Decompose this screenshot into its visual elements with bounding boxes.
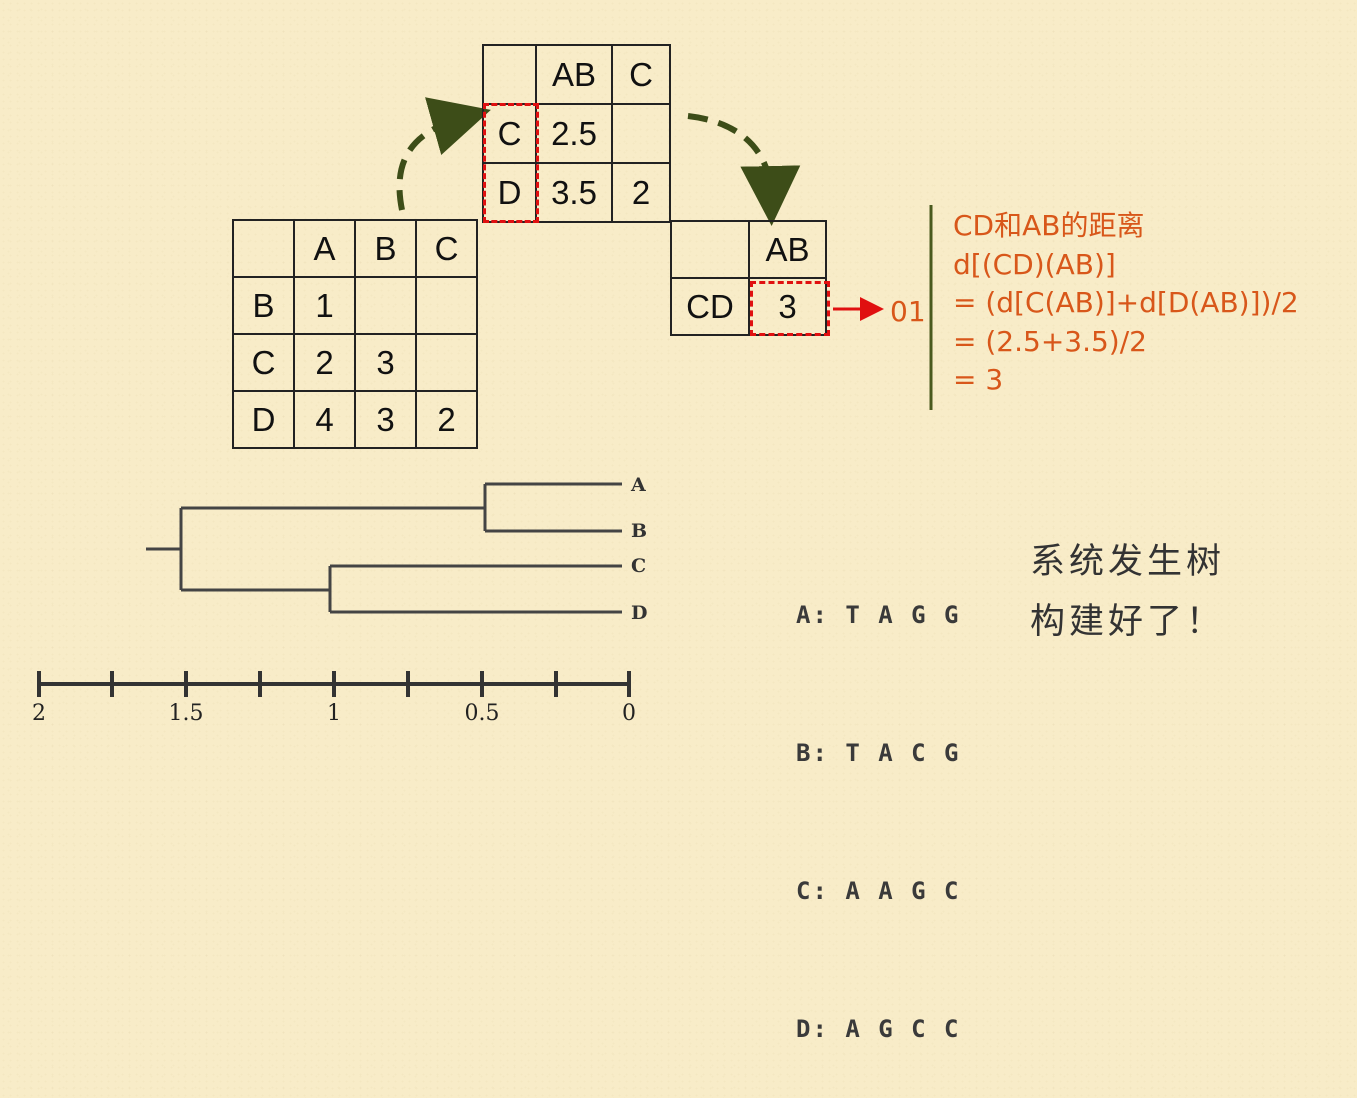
leaf-label-a: A xyxy=(630,474,646,496)
arrow-label: 01 xyxy=(890,295,926,328)
matrix-cell xyxy=(415,333,478,392)
scale-label-0-5: 0.5 xyxy=(465,701,500,726)
distance-matrix-cd-ab: AB CD 3 xyxy=(670,220,827,336)
tree-leaf-labels: A B C D xyxy=(630,474,647,624)
matrix-col-header: AB xyxy=(535,44,613,105)
scale-label-0: 0 xyxy=(622,701,636,726)
matrix-row-header: D xyxy=(232,390,295,449)
scale-label-2: 2 xyxy=(32,701,46,726)
sequence-row: A: T A G G xyxy=(796,601,961,629)
matrix-row: C 2.5 xyxy=(482,103,671,164)
tree-caption: 系统发生树 构建好了！ xyxy=(1030,532,1225,652)
phylogenetic-tree xyxy=(146,482,622,614)
matrix-header-row: AB xyxy=(670,220,827,279)
matrix-cell: 3.5 xyxy=(535,162,613,223)
matrix-row: D 4 3 2 xyxy=(232,390,478,449)
matrix-cell: 4 xyxy=(293,390,356,449)
matrix-cell: 3 xyxy=(354,333,417,392)
matrix-col-header: C xyxy=(611,44,671,105)
matrix-header-row: AB C xyxy=(482,44,671,105)
matrix-row-header: D xyxy=(482,162,537,223)
matrix-row-header: B xyxy=(232,276,295,335)
matrix-cell: 2.5 xyxy=(535,103,613,164)
matrix-cell: 2 xyxy=(611,162,671,223)
merge-arrow-left xyxy=(396,97,491,211)
matrix-row: C 2 3 xyxy=(232,333,478,392)
matrix-col-header: C xyxy=(415,219,478,278)
sequence-list: A: T A G G B: T A C G C: A A G C D: A G … xyxy=(796,500,961,1098)
matrix-row: D 3.5 2 xyxy=(482,162,671,223)
diagram-canvas: 01 A B C D 2 1.5 1 0.5 0 xyxy=(32,97,933,726)
matrix-row-header: CD xyxy=(670,277,750,336)
formula-line: d[(CD)(AB)] xyxy=(953,247,1116,281)
sequence-row: C: A A G C xyxy=(796,877,961,905)
matrix-cell xyxy=(232,219,295,278)
scale-tick-labels: 2 1.5 1 0.5 0 xyxy=(32,701,636,726)
matrix-cell xyxy=(482,44,537,105)
matrix-row-header: C xyxy=(232,333,295,392)
matrix-cell xyxy=(415,276,478,335)
caption-line: 构建好了！ xyxy=(1030,602,1226,642)
leaf-label-b: B xyxy=(631,520,647,542)
matrix-col-header: AB xyxy=(748,220,827,279)
distance-matrix-abcd: A B C B 1 C 2 3 D 4 3 2 xyxy=(232,219,478,449)
sequence-row: D: A G C C xyxy=(796,1015,961,1043)
matrix-cell: 2 xyxy=(293,333,356,392)
formula-line: = (2.5+3.5)/2 xyxy=(953,324,1147,358)
matrix-cell xyxy=(354,276,417,335)
matrix-cell: 2 xyxy=(415,390,478,449)
merge-arrow-right xyxy=(687,113,801,226)
matrix-row-header: C xyxy=(482,103,537,164)
leaf-label-d: D xyxy=(631,602,647,624)
matrix-cell xyxy=(611,103,671,164)
formula-line: = (d[C(AB)]+d[D(AB)])/2 xyxy=(953,286,1299,319)
scale-bar xyxy=(37,671,631,697)
scale-label-1-5: 1.5 xyxy=(169,701,204,726)
sequence-row: B: T A C G xyxy=(796,739,961,767)
matrix-header-row: A B C xyxy=(232,219,478,278)
matrix-cell: 3 xyxy=(748,277,827,336)
matrix-col-header: B xyxy=(354,219,417,278)
caption-line: 系统发生树 xyxy=(1030,542,1226,582)
distance-matrix-ab-c-d: AB C C 2.5 D 3.5 2 xyxy=(482,44,671,223)
formula-line: = 3 xyxy=(953,363,1004,396)
matrix-col-header: A xyxy=(293,219,356,278)
leaf-label-c: C xyxy=(631,555,646,577)
matrix-cell xyxy=(670,220,750,279)
distance-formula: CD和AB的距离 d[(CD)(AB)] = (d[C(AB)]+d[D(AB)… xyxy=(953,207,1299,400)
scale-label-1: 1 xyxy=(327,701,341,726)
matrix-cell: 1 xyxy=(293,276,356,335)
formula-line: CD和AB的距离 xyxy=(953,209,1145,242)
matrix-row: B 1 xyxy=(232,276,478,335)
matrix-cell: 3 xyxy=(354,390,417,449)
matrix-row: CD 3 xyxy=(670,277,827,336)
